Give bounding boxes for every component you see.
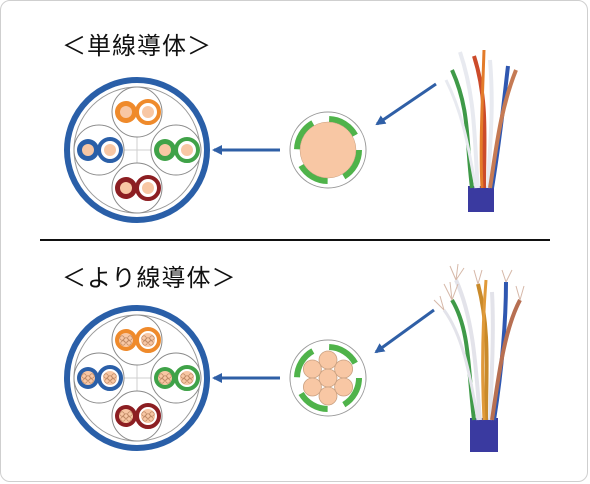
pair-blue <box>73 352 125 404</box>
solid-conductor-cross-section <box>289 111 367 189</box>
pair-green <box>150 352 202 404</box>
stranded-conductor-title: ＜より線導体＞ <box>62 264 237 292</box>
arrow-to-conductor-1 <box>375 82 437 126</box>
pair-brown <box>111 162 163 214</box>
pair-orange <box>111 86 163 138</box>
solid-conductor-title: ＜単線導体＞ <box>62 32 212 60</box>
pair-brown <box>111 390 163 442</box>
stranded-cable-cross-section <box>64 305 210 451</box>
pair-blue <box>73 124 125 176</box>
solid-cable-photo <box>444 49 518 212</box>
stranded-conductor-cross-section <box>289 339 367 417</box>
pair-orange <box>111 314 163 366</box>
pair-green <box>150 124 202 176</box>
arrow-to-conductor-2 <box>374 308 435 354</box>
solid-cable-cross-section <box>64 77 210 223</box>
stranded-cable-photo <box>433 263 525 452</box>
